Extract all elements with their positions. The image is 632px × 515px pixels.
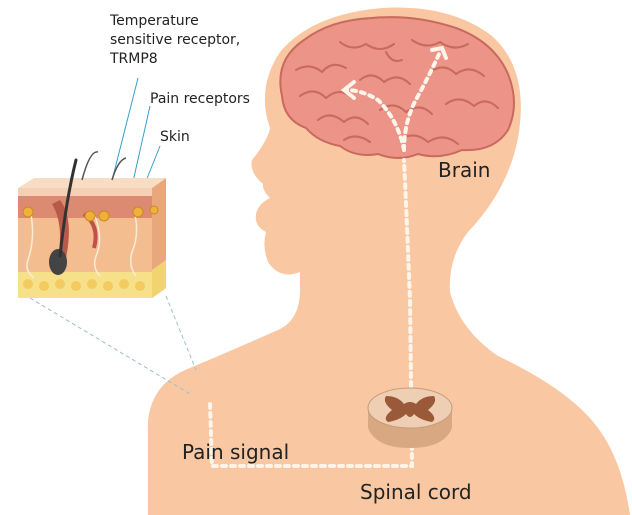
spinal-cord-label: Spinal cord	[360, 480, 472, 504]
trmp8-label-line2: sensitive receptor,	[110, 31, 240, 50]
trmp8-label-line1: Temperature	[110, 12, 240, 31]
trmp8-label: Temperature sensitive receptor, TRMP8	[110, 12, 240, 69]
trmp8-label-line3: TRMP8	[110, 50, 240, 69]
pain-receptors-label: Pain receptors	[150, 90, 250, 109]
spinal-cord-cross-section	[368, 388, 452, 448]
skin-label: Skin	[160, 128, 190, 147]
skin-cross-section	[18, 152, 166, 298]
brain-label: Brain	[438, 158, 490, 182]
pain-signal-label: Pain signal	[182, 440, 289, 464]
